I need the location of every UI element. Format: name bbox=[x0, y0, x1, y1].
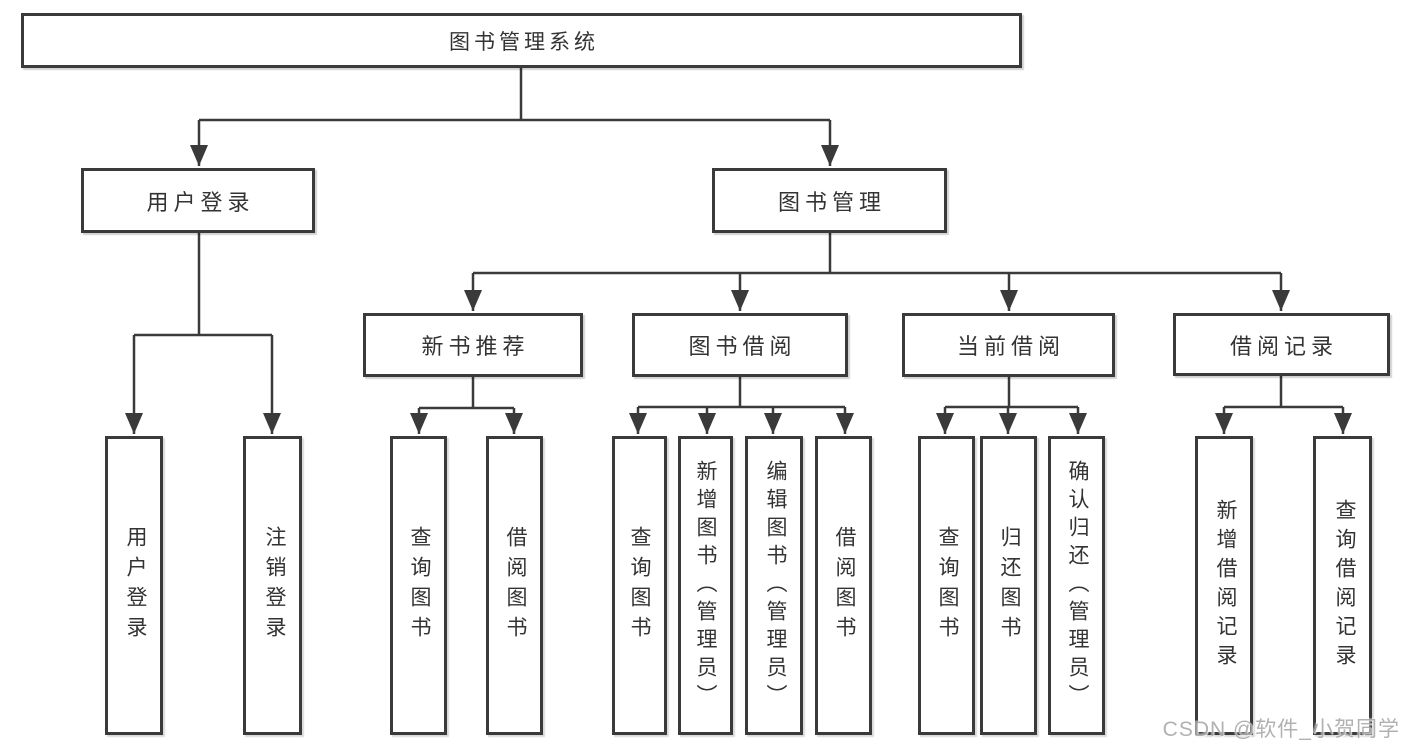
connector-book-borrowing-to-leaves bbox=[629, 377, 854, 434]
node-book-borrowing: 图书借阅 bbox=[632, 313, 848, 377]
node-leaf-query-books: 查询图书 bbox=[390, 436, 447, 735]
node-book-management: 图书管理 bbox=[712, 168, 947, 233]
node-leaf-logout: 注销登录 bbox=[243, 436, 302, 735]
node-leaf-add-borrow-record: 新增借阅记录 bbox=[1195, 436, 1253, 735]
node-user-login: 用户登录 bbox=[81, 168, 315, 233]
connector-book-management-to-sections bbox=[464, 233, 1290, 311]
csdn-watermark: CSDN @软件_小贺同学 bbox=[1162, 718, 1400, 741]
node-leaf-confirm-return-admin: 确认归还（管理员） bbox=[1048, 436, 1105, 735]
connector-borrowing-records-to-leaves bbox=[1215, 376, 1352, 434]
node-leaf-add-book-admin: 新增图书（管理员） bbox=[678, 436, 733, 735]
node-leaf-user-login: 用户登录 bbox=[105, 436, 163, 735]
node-library-management-system: 图书管理系统 bbox=[21, 13, 1022, 68]
node-leaf-return-books: 归还图书 bbox=[980, 436, 1037, 735]
node-leaf-borrow-books-2: 借阅图书 bbox=[815, 436, 872, 735]
node-new-book-recommend: 新书推荐 bbox=[363, 313, 583, 377]
connector-new-book-recommend-to-leaves bbox=[410, 377, 523, 434]
node-leaf-query-books-2: 查询图书 bbox=[612, 436, 667, 735]
node-leaf-query-books-3: 查询图书 bbox=[918, 436, 975, 735]
node-leaf-borrow-books: 借阅图书 bbox=[486, 436, 543, 735]
connector-current-borrowing-to-leaves bbox=[936, 377, 1087, 434]
node-leaf-edit-book-admin: 编辑图书（管理员） bbox=[745, 436, 803, 735]
connector-root-to-level2 bbox=[190, 68, 839, 166]
node-borrowing-records: 借阅记录 bbox=[1173, 313, 1390, 376]
node-current-borrowing: 当前借阅 bbox=[902, 313, 1115, 377]
node-leaf-query-borrow-record: 查询借阅记录 bbox=[1313, 436, 1372, 735]
connector-user-login-to-leaves bbox=[125, 233, 281, 434]
